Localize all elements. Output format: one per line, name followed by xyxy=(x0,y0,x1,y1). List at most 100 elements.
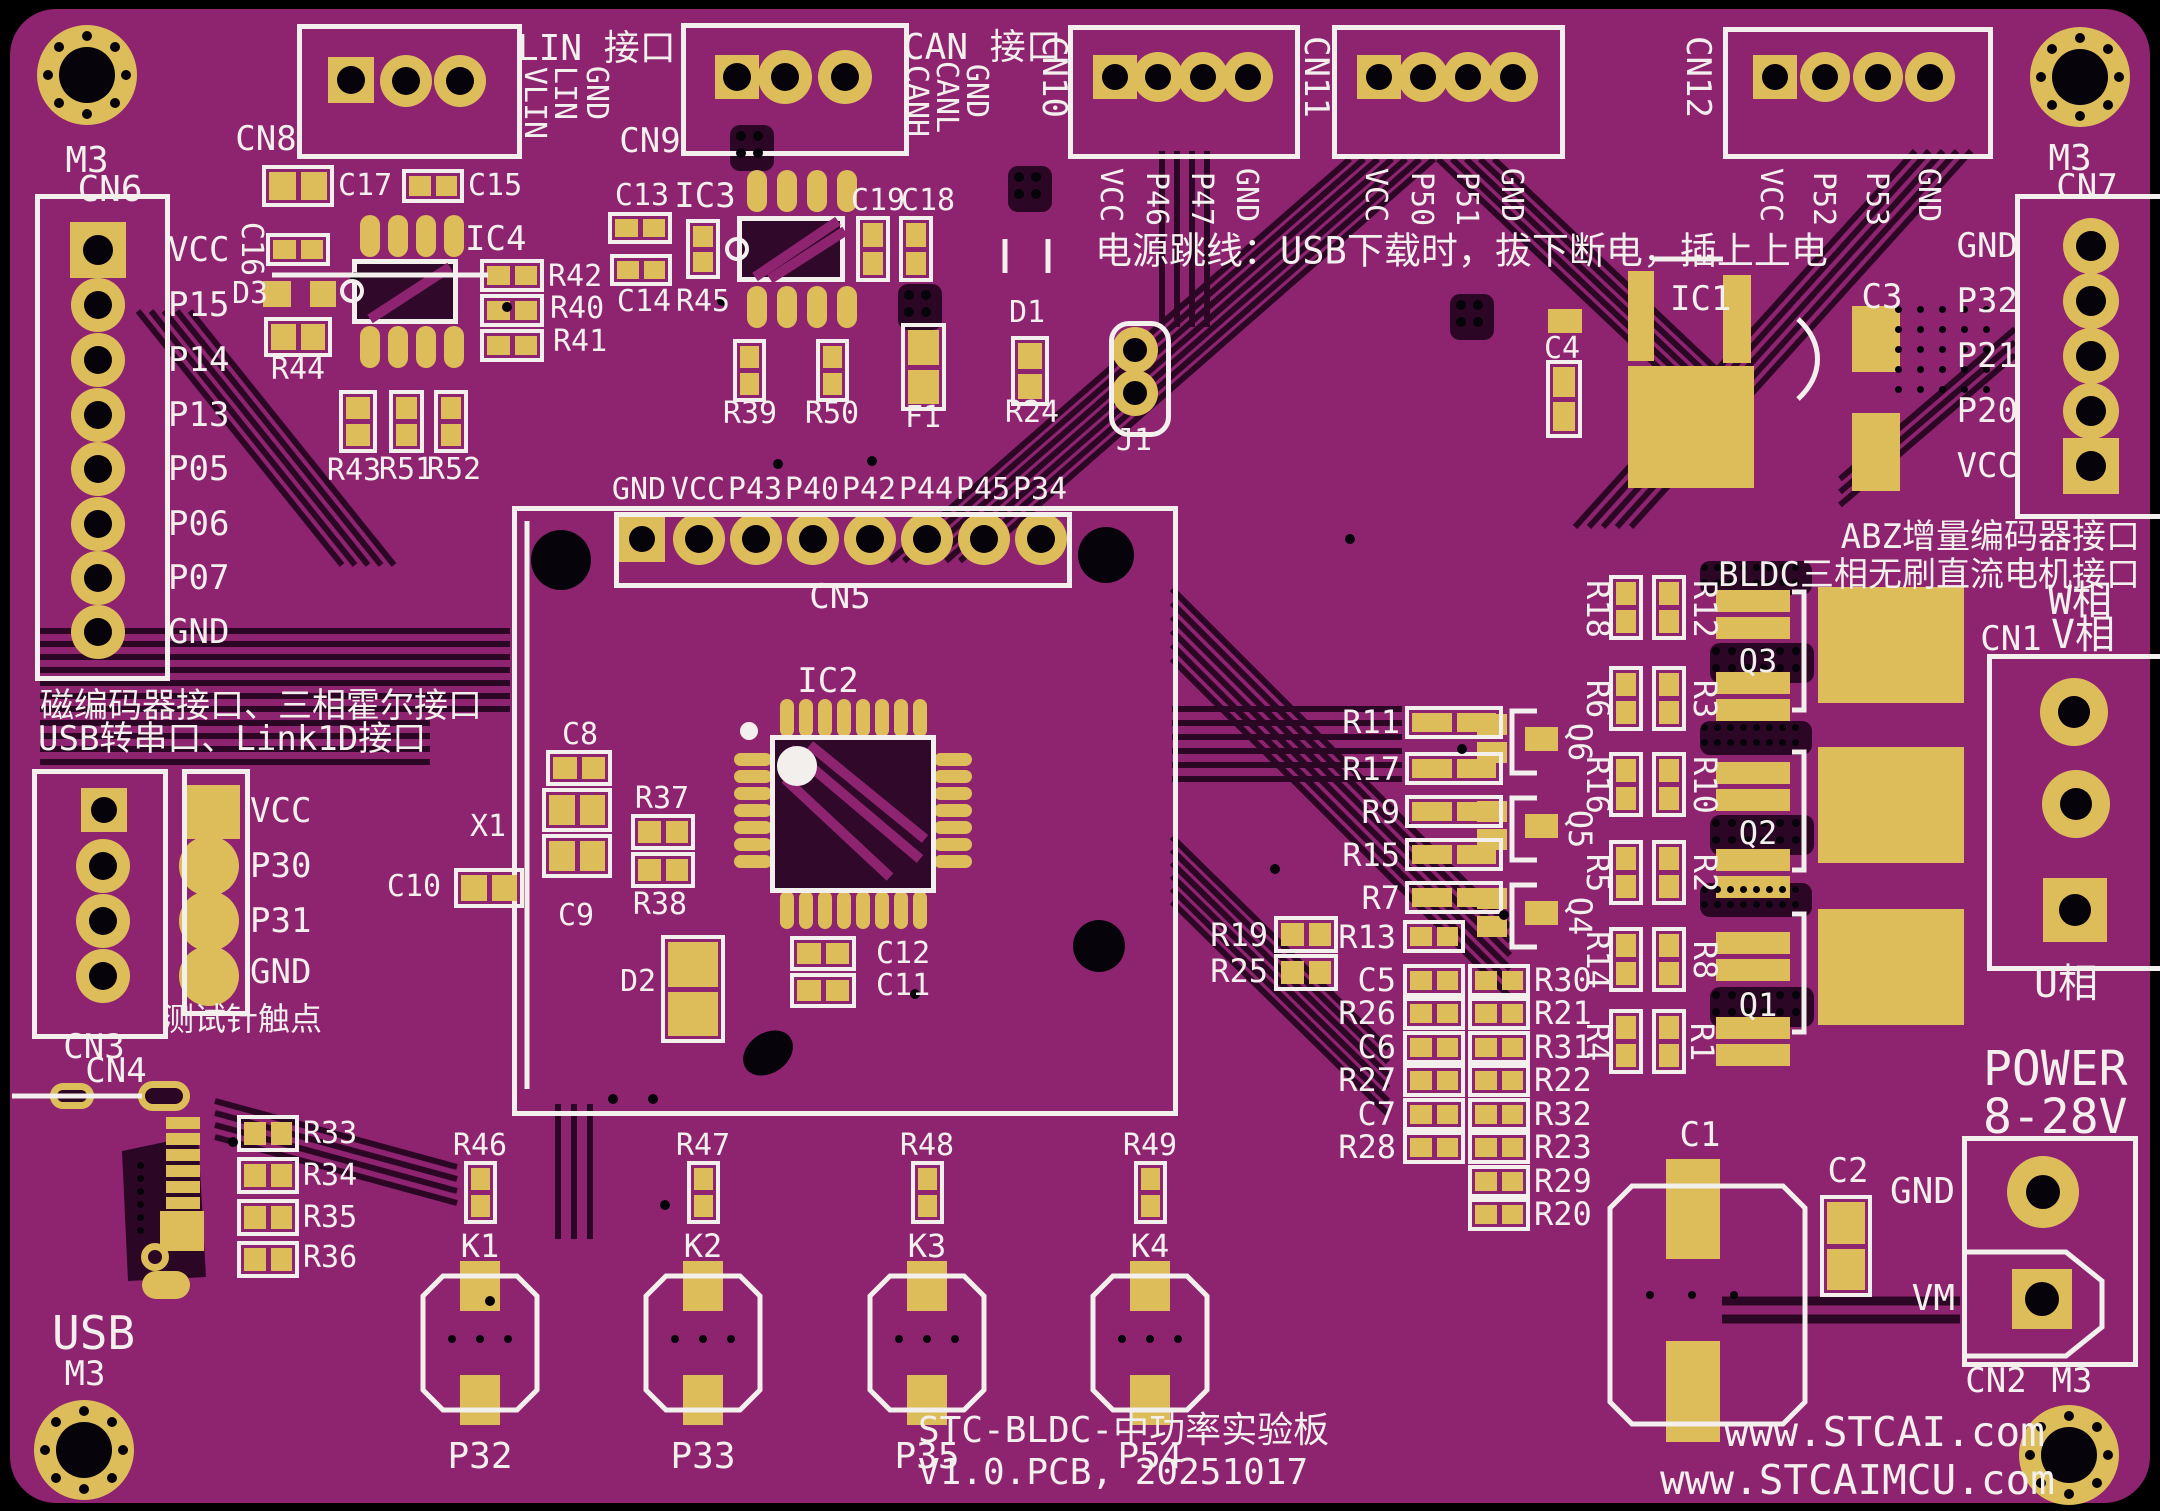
silk-label-C9: C9 xyxy=(557,898,595,933)
silk-label-M3: M3 xyxy=(2051,1361,2093,1401)
smd-component xyxy=(480,259,544,292)
smd-component xyxy=(1652,1009,1686,1074)
smd-pad xyxy=(747,286,767,328)
tht-pad xyxy=(1133,52,1183,102)
ic-pin xyxy=(934,753,972,766)
silk-label-Q4: Q4 xyxy=(1561,896,1599,936)
smd-component xyxy=(1403,920,1465,953)
silk-label-R19: R19 xyxy=(1210,916,1268,954)
silk-label-R27: R27 xyxy=(1338,1061,1396,1099)
smd-component xyxy=(631,814,695,850)
via-dot xyxy=(1791,885,1799,893)
ic-pin xyxy=(875,699,889,737)
via-dot xyxy=(136,1213,144,1221)
silk-label-R34: R34 xyxy=(303,1158,358,1193)
smd-component xyxy=(1609,840,1643,905)
smd-component xyxy=(339,390,377,453)
silk-label-M3: M3 xyxy=(65,140,109,181)
smd-component xyxy=(1405,752,1503,785)
silk-label-P13: P13 xyxy=(168,395,230,435)
silk-label-C2: C2 xyxy=(1827,1151,1869,1191)
via-dot xyxy=(1456,317,1466,327)
connector-outline xyxy=(1332,25,1565,159)
via-dot xyxy=(867,456,877,466)
via-dot xyxy=(1778,563,1786,571)
ic3-body xyxy=(737,216,845,282)
via-dot xyxy=(136,1226,144,1234)
silk-label-Q5: Q5 xyxy=(1561,809,1599,849)
via-dot xyxy=(1765,563,1773,571)
silk-label-IC4: IC4 xyxy=(465,219,527,259)
silk-line xyxy=(1796,317,1820,401)
silk-label-P21: P21 xyxy=(1956,336,2018,376)
silk-label-C19: C19 xyxy=(850,183,906,218)
silk-label-CANH: CANH xyxy=(899,64,934,138)
silk-label-F1: F1 xyxy=(904,400,942,435)
silk-label-R46: R46 xyxy=(452,1128,508,1163)
silk-label-GND: GND xyxy=(579,65,614,121)
via-dot xyxy=(1726,900,1734,908)
smd-pad xyxy=(460,1375,500,1425)
ic-pin xyxy=(934,770,972,783)
via-dot xyxy=(1791,723,1799,731)
smd-pad xyxy=(310,281,336,307)
via-dot xyxy=(1778,578,1786,586)
smd-pad xyxy=(837,286,857,328)
smd-component xyxy=(1403,964,1465,997)
via-dot xyxy=(1345,534,1355,544)
smd-pad xyxy=(1716,1017,1790,1039)
silk-label-M3: M3 xyxy=(2048,138,2092,179)
pcb-board: STC-BLDC-中功率实验板 V1.0.PCB, 20251017 www.S… xyxy=(10,9,2160,1505)
silk-label-P30: P30 xyxy=(250,846,312,886)
connector-outline xyxy=(2015,194,2160,519)
silk-label-P35: P35 xyxy=(894,1436,960,1477)
silk-label-R50: R50 xyxy=(804,396,860,431)
silk-label-GND: GND xyxy=(1889,1171,1955,1212)
via-dot xyxy=(1728,836,1736,844)
via-dot xyxy=(485,1296,495,1306)
silk-label-GND: GND xyxy=(611,472,667,507)
ic-pin xyxy=(837,699,851,737)
smd-pad xyxy=(142,1271,190,1299)
smd-pad xyxy=(166,1133,200,1145)
silk-label-P07: P07 xyxy=(168,558,230,598)
smd-component xyxy=(1546,360,1582,438)
via-dot xyxy=(1473,317,1483,327)
via-dot xyxy=(136,1200,144,1208)
silk-label-R22: R22 xyxy=(1534,1061,1592,1099)
smd-pad xyxy=(388,215,408,257)
tht-square-pad xyxy=(70,222,126,278)
smd-pad xyxy=(777,286,797,328)
silk-label-R26: R26 xyxy=(1338,994,1396,1032)
silk-label-R12: R12 xyxy=(1686,580,1724,638)
silk-label-C7: C7 xyxy=(1357,1095,1396,1133)
silk-label-GND: GND xyxy=(250,952,312,992)
silk-label-P52: P52 xyxy=(1806,171,1841,227)
smd-pad xyxy=(1548,309,1582,333)
tht-pad xyxy=(434,55,486,107)
silk-label-P31: P31 xyxy=(250,901,312,941)
silk-label-Q2: Q2 xyxy=(1738,814,1778,852)
via-dot xyxy=(1744,836,1752,844)
tht-pad xyxy=(1443,52,1493,102)
via-dot xyxy=(1778,885,1786,893)
via-dot xyxy=(1765,578,1773,586)
ic-pin xyxy=(734,770,772,783)
via-dot xyxy=(1776,1008,1784,1016)
silk-label-R21: R21 xyxy=(1534,994,1592,1032)
silk-label-R15: R15 xyxy=(1342,836,1400,874)
smd-pad xyxy=(807,170,827,212)
silk-label-R6: R6 xyxy=(1579,679,1617,719)
silk-label-C3: C3 xyxy=(1861,277,1903,317)
via-dot xyxy=(1752,900,1760,908)
smd-component xyxy=(237,1115,299,1152)
smd-component xyxy=(1468,1198,1530,1231)
smd-component xyxy=(1468,1064,1530,1097)
smd-pad xyxy=(1666,1159,1720,1259)
connector-outline xyxy=(1962,1136,2138,1367)
silk-label-R16: R16 xyxy=(1579,756,1617,814)
via-dot xyxy=(1728,647,1736,655)
silk-label-CANL: CANL xyxy=(929,60,964,134)
via-dot xyxy=(448,1335,456,1343)
via-dot xyxy=(1728,991,1736,999)
